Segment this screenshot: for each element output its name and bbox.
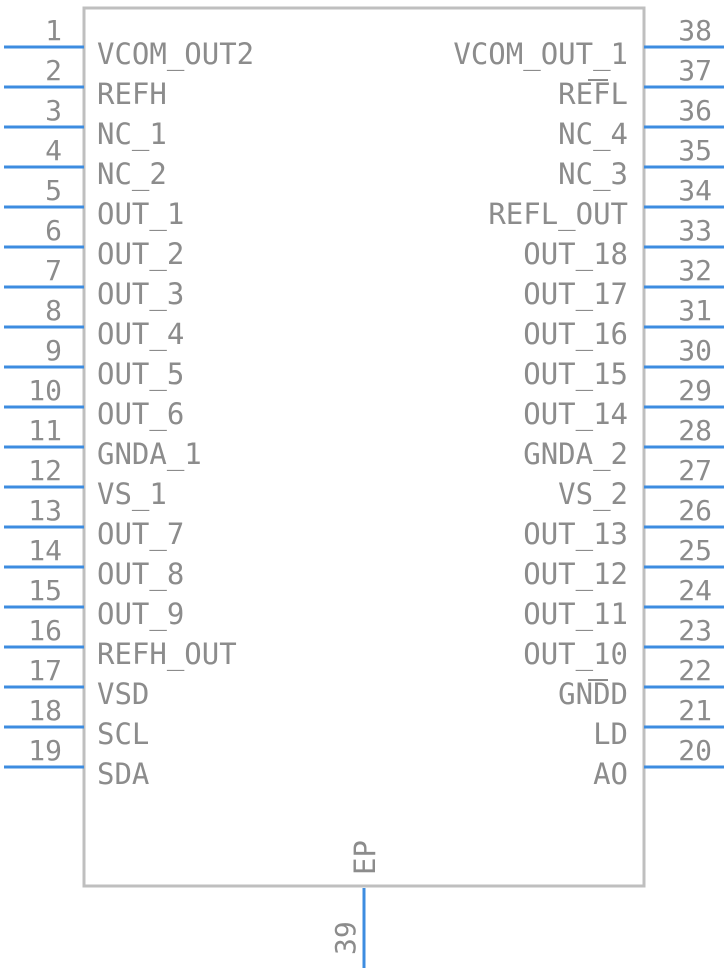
pin-39-name: EP: [348, 840, 382, 875]
left-pin-number: 2: [45, 54, 62, 87]
left-pin-name: REFH_OUT: [97, 637, 237, 672]
right-pin-number: 20: [678, 734, 712, 767]
right-pin-name: OUT_13: [523, 517, 628, 552]
left-pin-number: 9: [45, 334, 62, 367]
left-pin-name: OUT_4: [97, 317, 184, 352]
right-pin-number: 21: [678, 694, 712, 727]
left-pin-name: SDA: [97, 757, 149, 791]
right-pin-name: VS_2: [558, 477, 628, 512]
right-pin-name: GNDA_2: [523, 437, 628, 472]
right-pin-number: 26: [678, 494, 712, 527]
right-pin-number: 32: [678, 254, 712, 287]
right-pin-name: OUT_10: [523, 637, 628, 672]
left-pin-name: VCOM_OUT2: [97, 37, 254, 72]
right-pin-name: AO: [593, 757, 628, 791]
left-pin-number: 5: [45, 174, 62, 207]
left-pin-number: 18: [28, 694, 62, 727]
left-pin-number: 17: [28, 654, 62, 687]
left-pin-number: 7: [45, 254, 62, 287]
left-pin-name: GNDA_1: [97, 437, 202, 472]
right-pin-number: 37: [678, 54, 712, 87]
right-pin-number: 24: [678, 574, 712, 607]
left-pin-number: 3: [45, 94, 62, 127]
left-pin-name: OUT_3: [97, 277, 184, 312]
right-pin-name: OUT_14: [523, 397, 628, 432]
bottom-pin-group: EP 39: [329, 840, 382, 968]
right-pin-number: 38: [678, 14, 712, 47]
pin-39-number: 39: [329, 921, 362, 955]
right-pin-name: GNDD: [558, 677, 628, 711]
right-pin-number: 23: [678, 614, 712, 647]
left-pin-name: OUT_1: [97, 197, 184, 232]
right-pin-number: 25: [678, 534, 712, 567]
right-pin-number: 34: [678, 174, 712, 207]
left-pin-name: NC_2: [97, 157, 167, 192]
right-pin-number: 33: [678, 214, 712, 247]
right-pin-name: OUT_11: [523, 597, 628, 632]
left-pin-number: 15: [28, 574, 62, 607]
right-pin-name: OUT_17: [523, 277, 628, 312]
left-pin-name: VS_1: [97, 477, 167, 512]
right-pin-name: NC_4: [558, 117, 628, 152]
right-pin-name: OUT_18: [523, 237, 628, 272]
left-pin-number: 13: [28, 494, 62, 527]
right-pin-number: 22: [678, 654, 712, 687]
right-pin-number: 35: [678, 134, 712, 167]
left-pin-number: 4: [45, 134, 62, 167]
left-pin-name: NC_1: [97, 117, 167, 152]
right-pin-name: REFL_OUT: [488, 197, 628, 232]
right-pin-number: 27: [678, 454, 712, 487]
left-pin-name: OUT_8: [97, 557, 184, 592]
right-pin-name: NC_3: [558, 157, 628, 192]
left-pin-number: 14: [28, 534, 62, 567]
left-pin-name: OUT_5: [97, 357, 184, 392]
left-pin-name: REFH: [97, 77, 167, 111]
left-pin-number: 8: [45, 294, 62, 327]
left-pin-number: 12: [28, 454, 62, 487]
right-pin-name: REFL: [558, 77, 628, 111]
left-pin-name: OUT_2: [97, 237, 184, 272]
left-pin-number: 19: [28, 734, 62, 767]
right-pin-number: 31: [678, 294, 712, 327]
left-pin-name: VSD: [97, 677, 149, 711]
left-pin-number: 16: [28, 614, 62, 647]
left-pin-name: SCL: [97, 717, 149, 751]
right-pin-number: 28: [678, 414, 712, 447]
left-pin-name: OUT_6: [97, 397, 184, 432]
right-pin-number: 36: [678, 94, 712, 127]
right-pin-name: VCOM_OUT_1: [453, 37, 628, 72]
right-pin-name: OUT_15: [523, 357, 628, 392]
left-pin-name: OUT_7: [97, 517, 184, 552]
right-pin-name: OUT_16: [523, 317, 628, 352]
right-pin-name: LD: [593, 717, 628, 751]
right-pin-number: 29: [678, 374, 712, 407]
right-pin-name: OUT_12: [523, 557, 628, 592]
left-pin-number: 10: [28, 374, 62, 407]
left-pin-name: OUT_9: [97, 597, 184, 632]
left-pin-number: 11: [28, 414, 62, 447]
left-pin-number: 6: [45, 214, 62, 247]
right-pin-number: 30: [678, 334, 712, 367]
left-pin-number: 1: [45, 14, 62, 47]
